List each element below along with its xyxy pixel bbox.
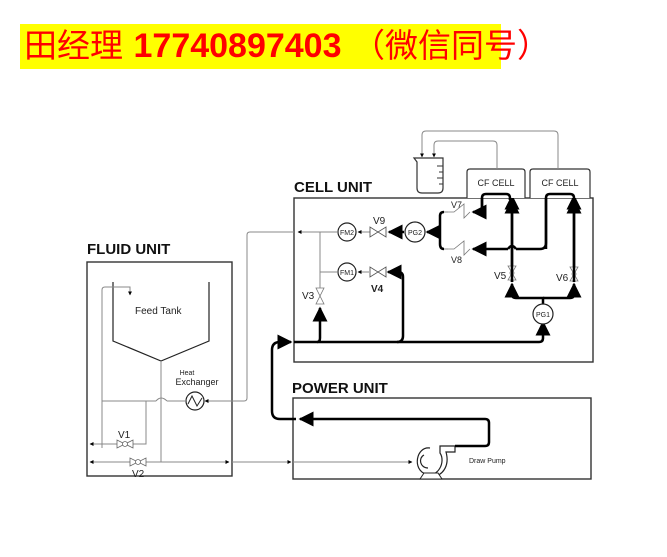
cell-unit-title: CELL UNIT [294,179,372,196]
valve-v9-label: V9 [373,216,386,227]
return-manifold [438,210,445,251]
valve-v3-label: V3 [302,291,315,302]
feed-tank: Feed Tank [112,282,210,362]
valve-v3-icon [315,287,325,305]
fluid-unit-box [86,261,233,477]
pg1-label: PG1 [536,312,550,319]
fluid-unit: FLUID UNIT [86,241,233,477]
heat-exchanger: Heat Exchanger [175,370,219,411]
heat-exchanger-label-1: Heat [180,370,195,377]
valve-v5-label: V5 [494,271,507,282]
fm2-label: FM2 [340,230,354,237]
pg2-label: PG2 [408,230,422,237]
valve-v2-label: V2 [132,469,145,480]
cell-unit-box [293,197,594,363]
valve-v2[interactable]: V2 [129,457,147,480]
contact-note: （微信同号） [352,26,551,65]
valve-v7-label: V7 [451,200,462,210]
contact-banner-text: 田经理 17740897403 （微信同号） [24,26,550,66]
hx-return-line [204,231,251,403]
cell2-overflow-line [420,130,559,169]
fm1-label: FM1 [340,270,354,277]
valve-v8-icon [448,240,471,256]
cell1-loop [480,192,512,212]
flowmeter-fm1: FM1 [337,262,357,282]
pg1-to-v6 [543,282,582,300]
valve-v1-label: V1 [118,430,131,441]
valve-v1[interactable]: V1 [116,430,134,449]
tank-return-line [101,286,132,448]
cell1-overflow-line [432,140,498,169]
heat-exchanger-label-2: Exchanger [175,377,218,387]
valve-v3[interactable]: V3 [302,287,325,305]
pressure-gauge-pg2: PG2 [404,221,426,243]
pressure-gauge-pg1: PG1 [532,303,554,325]
valve-v9[interactable]: V9 [369,216,387,238]
fluid-unit-title: FLUID UNIT [87,241,170,258]
valve-v6-label: V6 [556,273,569,284]
main-supply-header [294,320,551,344]
cf-cell-1: CF CELL [466,168,526,198]
supply-riser-line [270,334,296,421]
check-valve-v7[interactable]: V7 [448,200,471,219]
v1-feed-line [133,400,156,445]
draw-pump-icon [416,445,456,477]
draw-pump-label: Draw Pump [469,458,506,465]
cf-cell-1-label: CF CELL [477,178,514,188]
contact-banner [20,24,501,69]
valve-v4-label: V4 [371,284,384,295]
valve-v4[interactable]: V4 [369,266,387,295]
power-unit-title: POWER UNIT [292,380,388,397]
v4-supply-branch [386,264,405,344]
valve-v4-icon [369,266,387,278]
valve-v9-icon [369,226,387,238]
valve-v7-icon [448,203,471,219]
valve-v8-label: V8 [451,255,462,265]
check-valve-v8[interactable]: V8 [448,240,471,265]
cf-cell-2-label: CF CELL [541,178,578,188]
cf-cell-2: CF CELL [529,168,591,198]
line-crossover [155,397,168,402]
pg1-to-v5 [504,282,545,304]
cell2-return-line [516,198,548,251]
contact-phone: 17740897403 [133,27,342,65]
cell-unit: CELL UNIT [293,179,594,363]
cell2-loop [544,192,576,249]
contact-name: 田经理 [24,26,123,65]
draw-pump: Draw Pump [416,445,506,480]
flowmeter-fm2: FM2 [337,222,357,242]
feed-tank-label: Feed Tank [135,306,183,317]
v3-supply-branch [312,306,328,344]
pump-discharge-line [298,411,491,448]
beaker [412,157,444,194]
beaker-icon [412,157,444,194]
